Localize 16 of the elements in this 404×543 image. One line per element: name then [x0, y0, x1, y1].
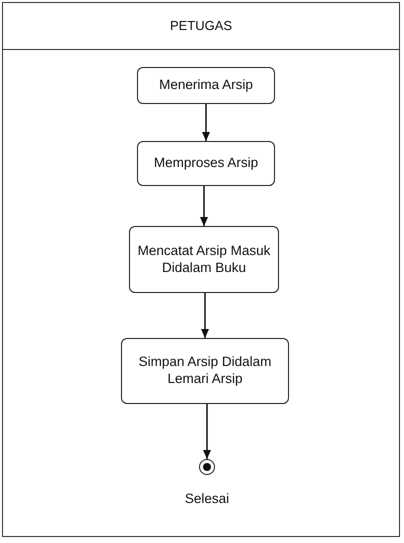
- arrow: [201, 293, 209, 338]
- activity-box: [121, 338, 289, 404]
- activity-label: Memproses Arsip: [154, 155, 258, 172]
- activity-label: Mencatat Arsip Masuk Didalam Buku: [136, 242, 272, 276]
- activity-label: Menerima Arsip: [159, 77, 253, 94]
- end-node: [199, 459, 215, 475]
- arrow: [203, 404, 211, 459]
- activity-box: [137, 141, 275, 186]
- activity-box: [129, 226, 279, 293]
- activity-label: Simpan Arsip Didalam Lemari Arsip: [138, 354, 272, 388]
- arrow: [202, 104, 210, 141]
- lane-title: PETUGAS: [168, 18, 234, 33]
- swimlane: [2, 2, 400, 537]
- arrow: [200, 186, 208, 226]
- node-caption: Selesai: [184, 491, 230, 506]
- activity-box: [137, 67, 275, 104]
